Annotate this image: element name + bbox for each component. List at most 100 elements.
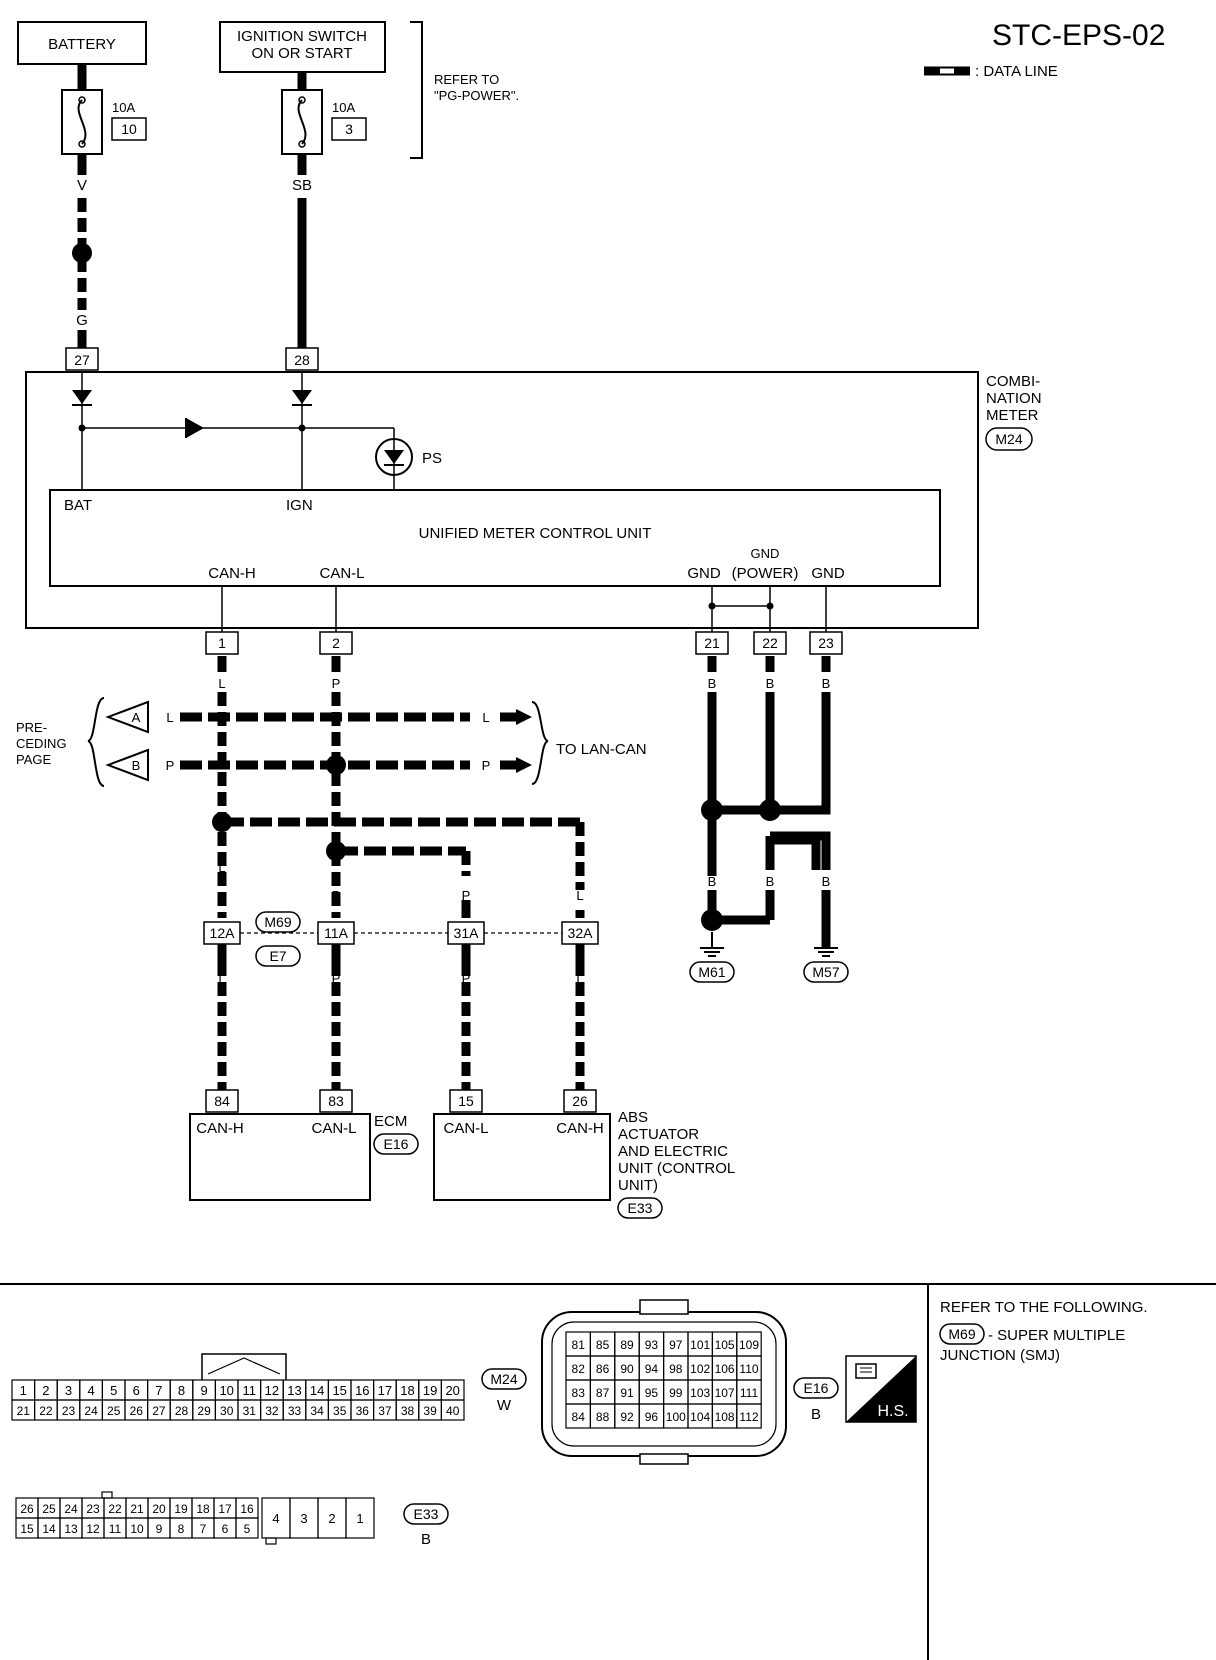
m24-pin: 25 xyxy=(107,1404,121,1418)
wire-color-b-4: B xyxy=(708,874,717,889)
m24-pin: 10 xyxy=(219,1383,233,1398)
arrow-right-l-icon xyxy=(516,709,532,725)
m24-pin: 5 xyxy=(110,1383,117,1398)
ecm-pin-box-83 xyxy=(319,1089,353,1113)
m24-pin: 26 xyxy=(130,1404,144,1418)
abs-connector: E33 xyxy=(628,1200,653,1216)
wire-color-p-left: P xyxy=(166,758,175,773)
ground-m61: M61 xyxy=(698,964,725,980)
e16-pin: 83 xyxy=(572,1386,586,1400)
meter-connector: M24 xyxy=(995,431,1022,447)
preceding-bracket xyxy=(87,697,105,787)
e33-pin: 22 xyxy=(108,1502,122,1516)
data-line-legend: : DATA LINE xyxy=(924,63,1058,80)
m24-pin: 27 xyxy=(152,1404,166,1418)
e16-pin: 89 xyxy=(620,1338,634,1352)
e33-pin: 10 xyxy=(130,1522,144,1536)
wire-color-b-5: B xyxy=(766,874,775,889)
pin-box-28 xyxy=(285,347,319,371)
fuse-1-amp: 10A xyxy=(112,100,135,115)
meter-connector-oval xyxy=(985,427,1033,451)
arrow-a-icon xyxy=(105,700,149,734)
abs-name-5: UNIT) xyxy=(618,1177,658,1194)
junction-oval-m69 xyxy=(255,911,301,933)
wire-color-b-6: B xyxy=(822,874,831,889)
e16-pin: 91 xyxy=(620,1386,634,1400)
ecm-connector: E16 xyxy=(384,1136,409,1152)
wire-color-l-2: L xyxy=(218,860,225,875)
ground-splice-1 xyxy=(701,799,723,821)
fuse-2-number: 3 xyxy=(345,121,353,137)
can-l-splice xyxy=(326,841,346,861)
m24-pin: 24 xyxy=(84,1404,98,1418)
m24-pin: 15 xyxy=(332,1383,346,1398)
junction-oval-e7 xyxy=(255,945,301,967)
abs-name-2: ACTUATOR xyxy=(618,1126,699,1143)
preceding-label-1: PRE- xyxy=(16,720,47,735)
unified-meter-control-unit xyxy=(49,489,941,587)
hs-label: H.S. xyxy=(877,1403,908,1420)
e16-color: B xyxy=(811,1406,821,1423)
preceding-label-2: CEDING xyxy=(16,736,67,751)
ground-oval-m57 xyxy=(803,961,849,983)
pin-28: 28 xyxy=(294,352,310,368)
e16-pin: 87 xyxy=(596,1386,610,1400)
e33-pin: 23 xyxy=(86,1502,100,1516)
wire-color-p-2: P xyxy=(332,888,341,903)
e33-pin: 15 xyxy=(20,1522,34,1536)
wire-color-b-3: B xyxy=(822,676,831,691)
wire-color-p-5: P xyxy=(462,971,471,986)
junction-pin-11a: 11A xyxy=(324,925,349,941)
m24-pin: 13 xyxy=(287,1383,301,1398)
m24-pin: 1 xyxy=(20,1383,27,1398)
meter-title-3: METER xyxy=(986,407,1039,424)
e33-pin: 18 xyxy=(196,1502,210,1516)
e16-pin: 107 xyxy=(715,1386,735,1400)
abs-name-4: UNIT (CONTROL xyxy=(618,1160,735,1177)
e16-pin: 99 xyxy=(669,1386,683,1400)
m24-pin: 7 xyxy=(155,1383,162,1398)
e16-pin: 92 xyxy=(620,1410,634,1424)
m24-pin: 12 xyxy=(265,1383,279,1398)
ground-oval-m61 xyxy=(689,961,735,983)
wire-color-v: V xyxy=(77,177,87,194)
e16-pin: 93 xyxy=(645,1338,659,1352)
e16-pin: 112 xyxy=(739,1410,758,1424)
bat-label: BAT xyxy=(64,497,92,514)
ground-splice-3 xyxy=(701,909,723,931)
abs-pin-box-26 xyxy=(563,1089,597,1113)
e16-pin: 98 xyxy=(669,1362,683,1376)
e16-pin: 103 xyxy=(690,1386,710,1400)
abs-name-3: AND ELECTRIC xyxy=(618,1143,728,1160)
e16-pin: 94 xyxy=(645,1362,659,1376)
meter-gnd-power-1: GND xyxy=(751,546,780,561)
diode-ign-icon xyxy=(292,372,312,490)
wire-color-l-4: L xyxy=(218,971,225,986)
pin-27: 27 xyxy=(74,352,90,368)
ecm-box xyxy=(189,1113,371,1201)
m24-pin: 31 xyxy=(243,1404,257,1418)
e16-pin: 95 xyxy=(645,1386,659,1400)
ecm-can-l: CAN-L xyxy=(311,1120,356,1137)
e33-pin: 24 xyxy=(64,1502,78,1516)
m24-pin: 30 xyxy=(220,1404,234,1418)
m24-pin: 14 xyxy=(310,1383,324,1398)
lan-can-bracket xyxy=(531,701,549,785)
e16-pin: 106 xyxy=(715,1362,735,1376)
power-supply-icon xyxy=(375,438,413,476)
junction-m69: M69 xyxy=(264,914,291,930)
abs-pin-15: 15 xyxy=(458,1093,474,1109)
meter-gnd-3: GND xyxy=(811,565,845,582)
refer-following: REFER TO THE FOLLOWING. xyxy=(940,1299,1148,1316)
note-m69: M69 xyxy=(948,1326,975,1342)
e16-pin: 82 xyxy=(572,1362,586,1376)
junction-connector: 12A 11A 31A 32A xyxy=(203,921,599,962)
e33-pin: 19 xyxy=(174,1502,188,1516)
fuse-3-icon xyxy=(281,72,323,175)
e33-pin: 6 xyxy=(222,1522,229,1536)
wire-color-p-right: P xyxy=(482,758,491,773)
note-m69-oval xyxy=(939,1323,985,1345)
m24-pin: 19 xyxy=(423,1383,437,1398)
e33-pin: 14 xyxy=(42,1522,56,1536)
